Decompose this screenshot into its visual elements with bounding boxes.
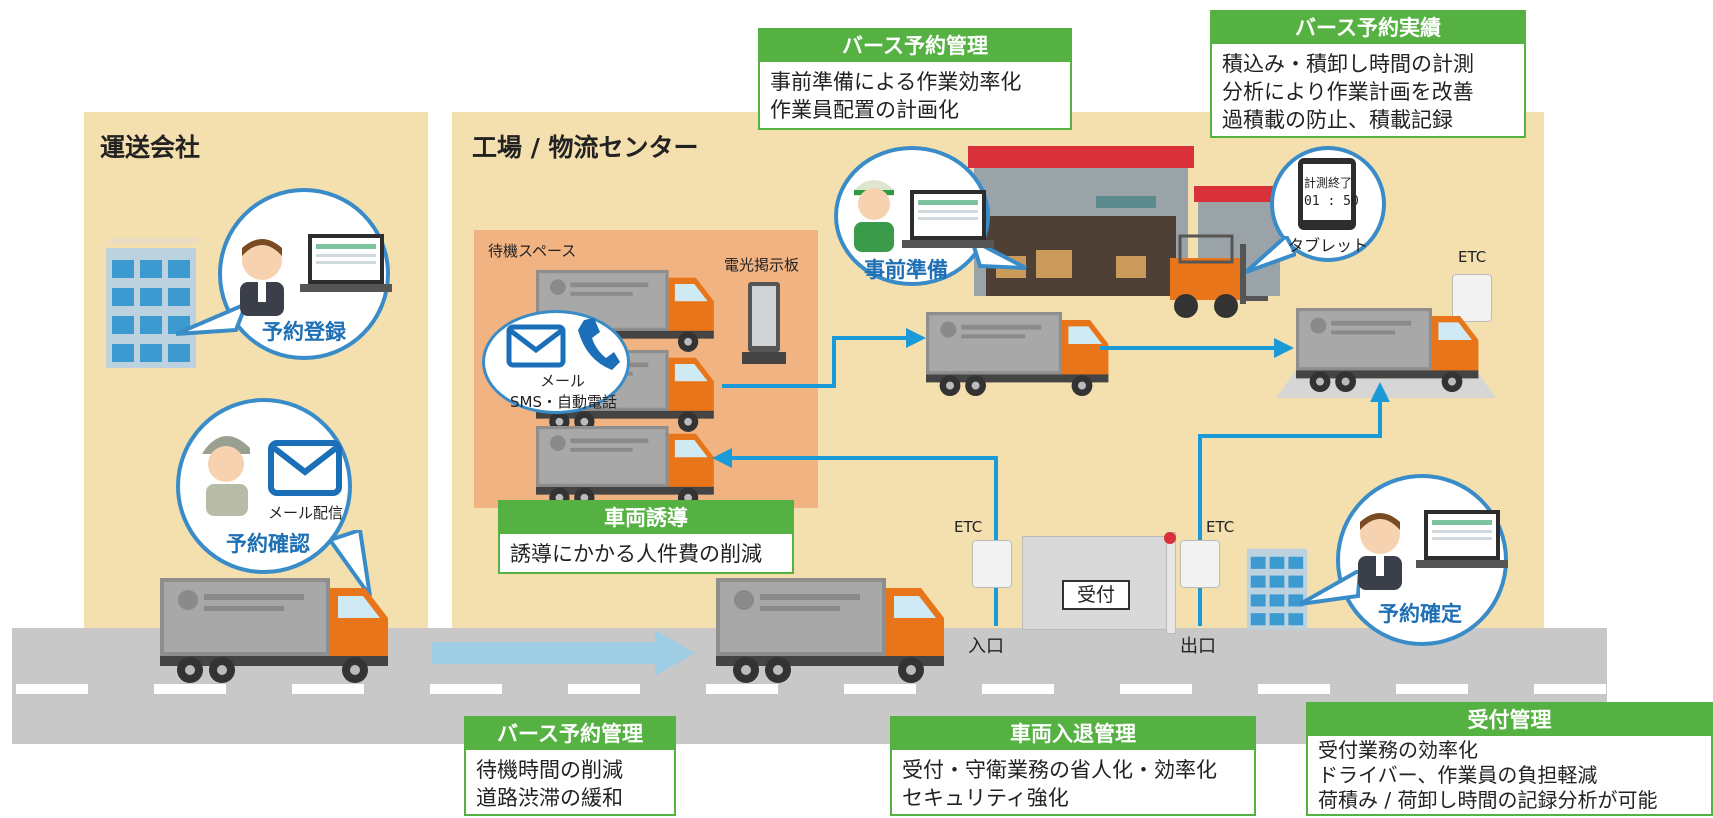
etc-antenna-icon [972, 540, 1012, 588]
phone-icon [578, 318, 620, 370]
laptop-icon [902, 190, 994, 248]
office-worker-icon [240, 239, 284, 316]
etc-antenna-icon [1180, 540, 1220, 588]
etc-gate-right-label: ETC [1206, 518, 1235, 536]
box-line: 作業員配置の計画化 [770, 98, 959, 122]
bubble-tail [176, 301, 246, 336]
mail-icon [268, 440, 342, 496]
reserve-fixed-label: 予約確定 [1378, 602, 1462, 626]
bubble-tail [1246, 236, 1296, 274]
factory-title: 工場 / 物流センター [472, 133, 699, 162]
truck-icon [716, 578, 944, 683]
lane-mark [16, 684, 88, 694]
flow-line [1198, 434, 1382, 438]
mail-icon [506, 324, 566, 368]
waiting-area-title: 待機スペース [488, 242, 577, 260]
etc-label: ETC [1458, 248, 1487, 266]
tablet-screen-status: 計測終了 [1304, 176, 1353, 190]
box-line: 過積載の防止、積載記録 [1222, 108, 1453, 132]
mail-label: メール [540, 372, 586, 390]
flow-line [1198, 434, 1202, 626]
box-title: バース予約管理 [760, 30, 1070, 62]
vehicle-guidance-box: 車両誘導 誘導にかかる人件費の削減 [498, 500, 794, 574]
box-title: 車両誘導 [500, 502, 792, 534]
berth-results-box: バース予約実績 積込み・積卸し時間の計測 分析により作業計画を改善 過積載の防止… [1210, 10, 1526, 138]
tablet-screen [1303, 164, 1351, 220]
pre-preparation-label: 事前準備 [864, 258, 948, 282]
lane-mark [154, 684, 226, 694]
lane-mark [1120, 684, 1192, 694]
laptop-icon [1416, 510, 1508, 568]
lane-mark [430, 684, 502, 694]
box-line: 受付・守衛業務の省人化・効率化 [902, 758, 1217, 782]
flow-line [722, 384, 834, 388]
laptop-icon [300, 234, 392, 292]
lane-mark [844, 684, 916, 694]
box-line: 待機時間の削減 [476, 758, 623, 782]
lane-mark [292, 684, 364, 694]
flow-line [832, 336, 912, 340]
box-title: 車両入退管理 [892, 718, 1254, 750]
truck-icon [926, 312, 1109, 396]
bubble-tail [330, 530, 372, 598]
box-line: 荷積み / 荷卸し時間の記録分析が可能 [1318, 788, 1658, 812]
reception-sign: 受付 [1062, 580, 1130, 610]
exit-label: 出口 [1180, 636, 1216, 657]
worker-icon [854, 180, 894, 252]
office-building-icon [106, 238, 202, 368]
box-line: 誘導にかかる人件費の削減 [510, 542, 762, 566]
flow-arrow-head [712, 448, 732, 468]
gate-pole [1166, 532, 1176, 634]
road-direction-arrow [432, 642, 657, 664]
etc-gate-left-label: ETC [954, 518, 983, 536]
etc-antenna-icon [1452, 274, 1492, 322]
box-title: 受付管理 [1308, 704, 1711, 736]
lane-mark [1534, 684, 1606, 694]
digital-signage-label: 電光掲示板 [724, 256, 800, 274]
tablet-label: タブレット [1288, 236, 1369, 255]
truck-icon [1296, 308, 1479, 392]
lane-mark [982, 684, 1054, 694]
box-line: ドライバー、作業員の負担軽減 [1318, 763, 1598, 787]
box-line: 道路渋滞の緩和 [476, 786, 623, 810]
lane-mark [706, 684, 778, 694]
reserve-register-label: 予約登録 [262, 320, 346, 344]
driver-icon [202, 436, 250, 516]
berth-management-bottom-box: バース予約管理 待機時間の削減 道路渋滞の緩和 [464, 716, 676, 816]
lane-mark [1258, 684, 1330, 694]
reception-management-box: 受付管理 受付業務の効率化 ドライバー、作業員の負担軽減 荷積み / 荷卸し時間… [1306, 702, 1713, 816]
transport-company-title: 運送会社 [100, 133, 201, 162]
flow-line [728, 456, 998, 460]
forklift-icon [1170, 234, 1268, 318]
mail-delivery-label: メール配信 [268, 504, 344, 522]
box-line: 分析により作業計画を改善 [1222, 80, 1474, 104]
lane-mark [568, 684, 640, 694]
box-line: セキュリティ強化 [902, 786, 1069, 810]
berth-management-top-box: バース予約管理 事前準備による作業効率化 作業員配置の計画化 [758, 28, 1072, 130]
road-direction-arrow-head [655, 630, 695, 676]
office-worker-icon [1358, 513, 1402, 590]
digital-signage-icon [742, 282, 786, 364]
warehouse-icon [968, 146, 1284, 296]
sms-call-label: SMS・自動電話 [510, 393, 617, 411]
box-line: 受付業務の効率化 [1318, 738, 1478, 762]
box-line: 積込み・積卸し時間の計測 [1222, 52, 1474, 76]
flow-line [1378, 396, 1382, 438]
flow-line [1100, 346, 1276, 350]
entrance-label: 入口 [968, 636, 1004, 657]
box-title: バース予約管理 [466, 718, 674, 750]
tablet-screen-time: 01 : 50 [1304, 194, 1359, 209]
truck-icon [160, 578, 388, 683]
flow-arrow-head [1274, 338, 1294, 358]
lane-mark [1396, 684, 1468, 694]
box-line: 事前準備による作業効率化 [770, 70, 1022, 94]
flow-arrow-head [906, 328, 926, 348]
box-title: バース予約実績 [1212, 12, 1524, 44]
flow-arrow-head [1370, 382, 1390, 402]
reserve-confirm-label: 予約確認 [226, 532, 310, 556]
flow-line [832, 336, 836, 388]
vehicle-entry-exit-box: 車両入退管理 受付・守衛業務の省人化・効率化 セキュリティ強化 [890, 716, 1256, 816]
gate-signal-light [1164, 532, 1176, 544]
